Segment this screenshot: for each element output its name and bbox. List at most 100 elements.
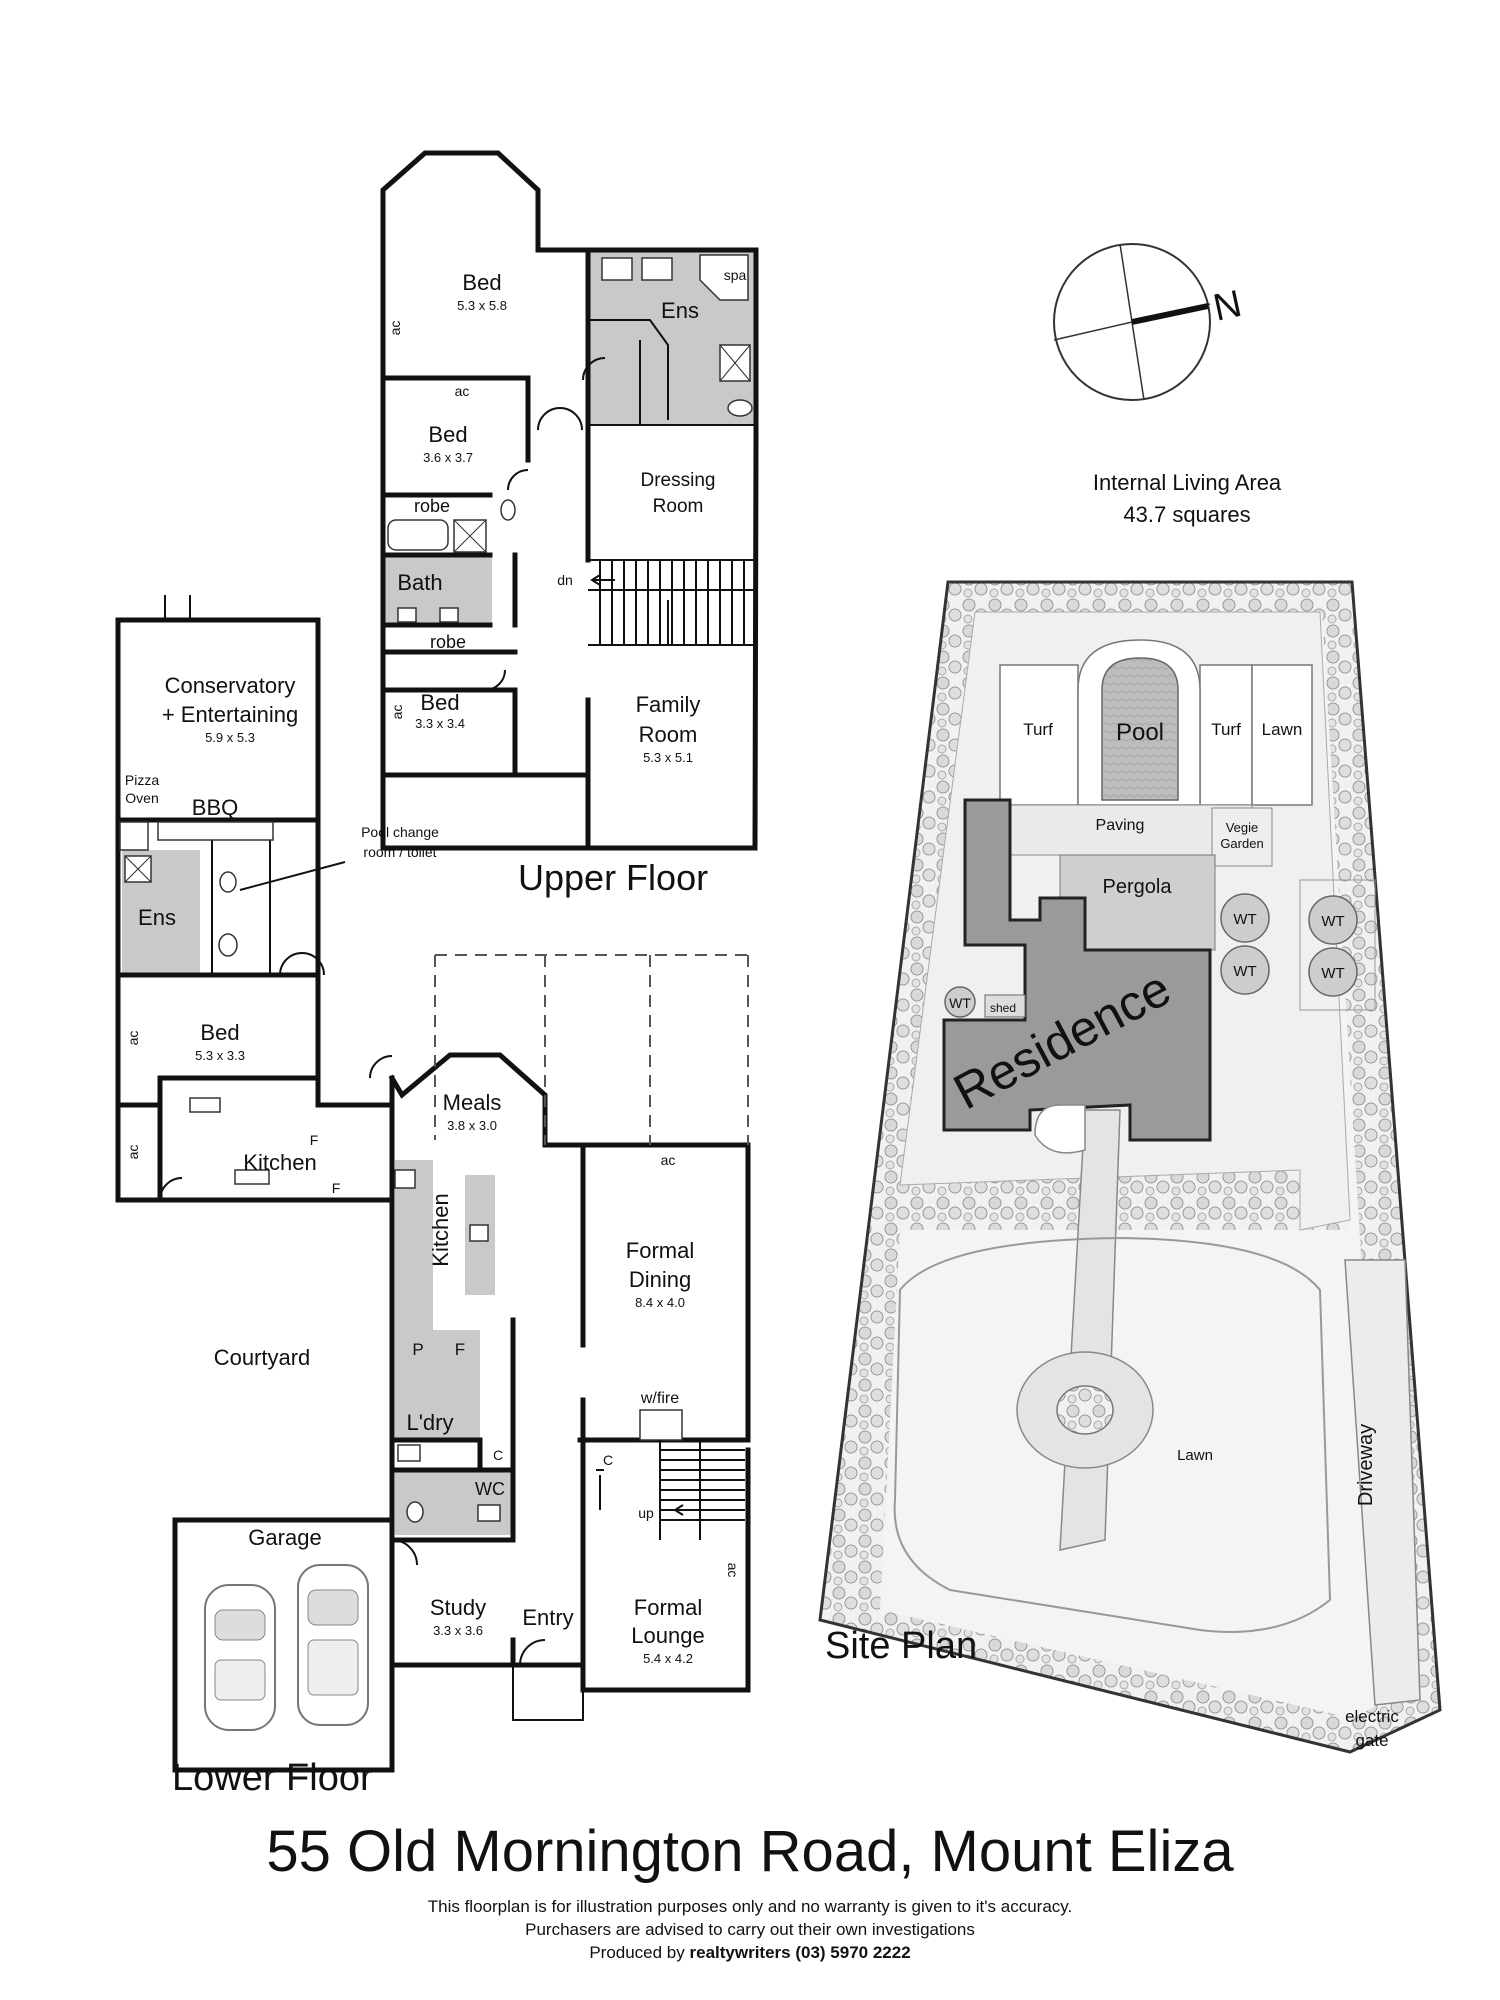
lower-ac-label-4: ac [725, 1563, 741, 1578]
garage-label: Garage [248, 1525, 321, 1550]
family-room-size: 5.3 x 5.1 [643, 750, 693, 765]
dressing-room-label-2: Room [653, 496, 704, 517]
meals-label: Meals [443, 1090, 502, 1115]
upper-bed-2-size: 3.6 x 3.7 [423, 450, 473, 465]
upper-ensuite-label: Ens [661, 298, 699, 323]
study-size: 3.3 x 3.6 [433, 1623, 483, 1638]
living-area-label: Internal Living Area [1093, 470, 1282, 495]
formal-dining-label-2: Dining [629, 1267, 691, 1292]
vegie-garden-area [1211, 807, 1273, 867]
turf-right-label: Turf [1211, 720, 1241, 739]
produced-brand: realtywriters [689, 1943, 791, 1962]
upper-stair-dn-label: dn [557, 572, 573, 588]
water-tank-4 [1308, 947, 1358, 997]
pizza-oven-label-1: Pizza [125, 772, 159, 788]
conservatory-size: 5.9 x 5.3 [205, 730, 255, 745]
water-tank-5 [944, 986, 976, 1018]
formal-lounge-label-2: Lounge [631, 1623, 704, 1648]
car-2-icon [297, 1564, 369, 1726]
vegie-garden-label-2: Garden [1220, 836, 1263, 851]
formal-lounge-size: 5.4 x 4.2 [643, 1651, 693, 1666]
water-tank-3 [1308, 895, 1358, 945]
wt-label-1: WT [1233, 911, 1256, 928]
kitchen-bench [395, 1160, 433, 1355]
upper-bed-1-size: 5.3 x 5.8 [457, 298, 507, 313]
compass-north-label: N [1210, 283, 1246, 330]
spa-label: spa [724, 267, 747, 283]
upper-floor-heading: Upper Floor [518, 857, 708, 898]
disclaimer-line-2: Purchasers are advised to carry out thei… [525, 1920, 975, 1939]
lower-ac-label-1: ac [125, 1031, 141, 1046]
f-label-2: F [332, 1180, 341, 1196]
lower-floor-plan: Conservatory + Entertaining 5.9 x 5.3 Pi… [115, 595, 755, 1799]
courtyard-label: Courtyard [214, 1345, 311, 1370]
paving-label: Paving [1096, 817, 1145, 834]
compass: N [1053, 243, 1246, 401]
site-plan-heading: Site Plan [825, 1625, 977, 1667]
upper-bed-1-label: Bed [462, 270, 501, 295]
electric-gate-label-1: electric [1345, 1707, 1399, 1726]
living-area-value: 43.7 squares [1123, 502, 1250, 527]
c-label-2: C [603, 1452, 613, 1468]
upper-ac-label-2: ac [455, 383, 470, 399]
upper-floor-plan: Bed 5.3 x 5.8 Ens spa ac ac Bed 3.6 x 3.… [380, 150, 759, 898]
pizza-oven-label-2: Oven [125, 790, 158, 806]
water-tank-2 [1220, 945, 1270, 995]
pool-change-label-2: room / toilet [363, 844, 436, 860]
pool-shape [1101, 657, 1179, 801]
family-room-label-1: Family [636, 692, 701, 717]
lower-ac-label-2: ac [125, 1145, 141, 1160]
upper-bed-3-size: 3.3 x 3.4 [415, 716, 465, 731]
study-label: Study [430, 1595, 486, 1620]
conservatory-label-2: + Entertaining [162, 702, 298, 727]
lower-ac-label-3: ac [661, 1152, 676, 1168]
vegie-garden-label-1: Vegie [1226, 820, 1259, 835]
residence-footprint [942, 798, 1212, 1142]
lawn-label: Lawn [1177, 1447, 1213, 1464]
wt-label-4: WT [1321, 965, 1344, 982]
lower-ensuite-label: Ens [138, 905, 176, 930]
driveway-area [1344, 1259, 1421, 1706]
family-room-label-2: Room [639, 722, 698, 747]
turf-left-label: Turf [1023, 720, 1053, 739]
upper-bed-3-label: Bed [420, 690, 459, 715]
upper-ac-label-1: ac [387, 321, 403, 336]
paving-area [999, 804, 1253, 856]
electric-gate-label-2: gate [1355, 1731, 1388, 1750]
upper-bed-2-label: Bed [428, 422, 467, 447]
conservatory-label-1: Conservatory [165, 673, 296, 698]
property-address: 55 Old Mornington Road, Mount Eliza [266, 1819, 1234, 1884]
pergola-label: Pergola [1103, 876, 1173, 898]
dressing-room-label-1: Dressing [641, 470, 716, 491]
entry-label: Entry [522, 1605, 573, 1630]
formal-lounge-label-1: Formal [634, 1595, 702, 1620]
lower-stair-up-label: up [638, 1505, 654, 1521]
wc-label: WC [475, 1479, 505, 1499]
upper-ac-label-3: ac [389, 705, 405, 720]
formal-dining-label-1: Formal [626, 1238, 694, 1263]
c-label-1: C [493, 1447, 503, 1463]
laundry-label: L'dry [407, 1410, 454, 1435]
kitchen-label: Kitchen [428, 1193, 453, 1266]
wt-label-3: WT [1321, 913, 1344, 930]
driveway-label: Driveway [1355, 1424, 1377, 1506]
site-plan: Turf Pool Turf Lawn Paving Vegie Garden … [818, 580, 1442, 1754]
produced-by-line: Produced by realtywriters (03) 5970 2222 [0, 1943, 1500, 1963]
lawn-right-label: Lawn [1262, 720, 1303, 739]
pool-label: Pool [1116, 719, 1164, 746]
bbq-label: BBQ [192, 795, 238, 820]
produced-phone: (03) 5970 2222 [790, 1943, 911, 1962]
lawn-right-area [1251, 664, 1313, 806]
wt-label-2: WT [1233, 963, 1256, 980]
disclaimer-line-1: This floorplan is for illustration purpo… [427, 1897, 1073, 1916]
water-tank-1 [1220, 893, 1270, 943]
upper-robe-1-label: robe [414, 496, 450, 516]
outdoor-kitchen-label: Kitchen [243, 1150, 316, 1175]
shed-label: shed [990, 1001, 1016, 1015]
pool-change-label-1: Pool change [361, 824, 439, 840]
lower-bed-size: 5.3 x 3.3 [195, 1048, 245, 1063]
f-label-3: F [455, 1340, 465, 1359]
north-arrow-icon [1131, 303, 1209, 325]
wfire-label: w/fire [640, 1390, 679, 1407]
